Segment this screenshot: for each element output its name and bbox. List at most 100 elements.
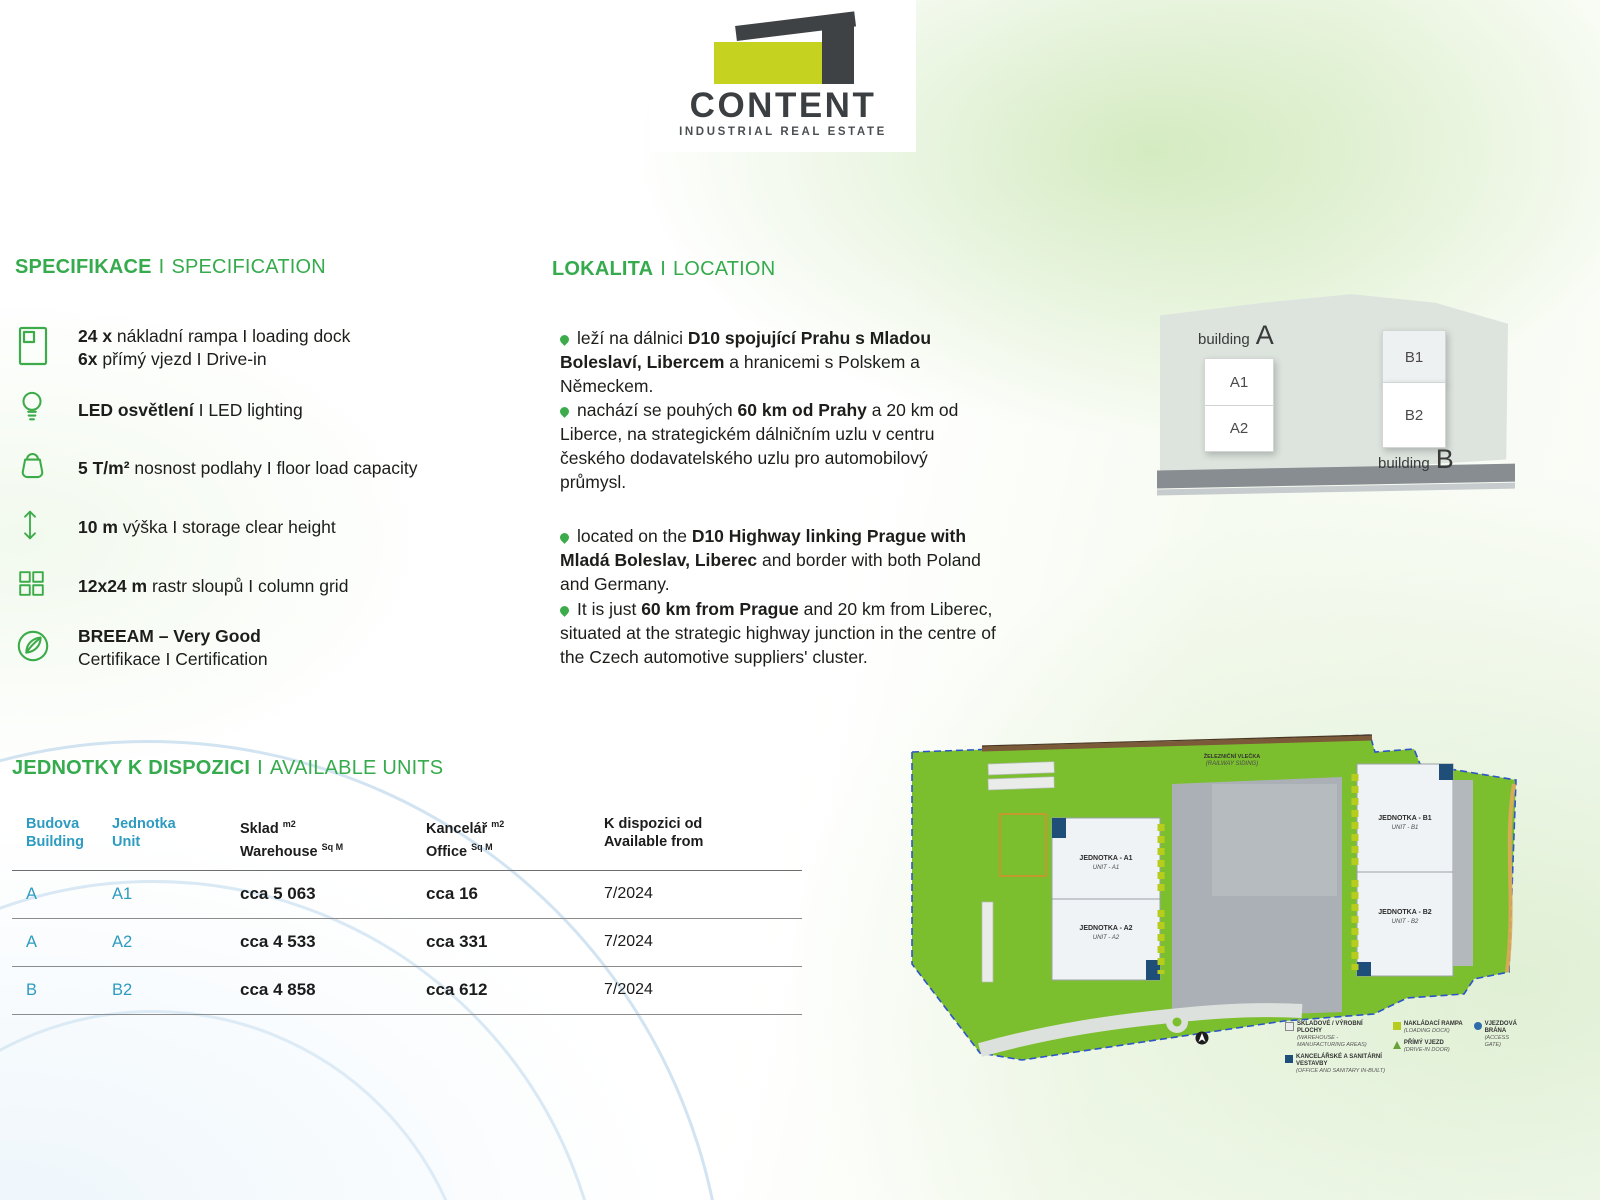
bullet-bold: D10 spojující Prahu s Mladou Boleslaví, … xyxy=(560,328,932,372)
spec-label: nákladní rampa I loading dock xyxy=(112,326,351,346)
logo-tagline: INDUSTRIAL REAL ESTATE xyxy=(679,126,887,138)
legend-item-gate: VJEZDOVÁ BRÁNA(ACCESS GATE) xyxy=(1473,1021,1524,1049)
building-b-letter: B xyxy=(1435,444,1454,474)
office-inbuilt xyxy=(1357,962,1371,976)
parking-strip xyxy=(987,776,1055,791)
heading-en: LOCATION xyxy=(672,258,776,280)
warehouse-swatch-icon xyxy=(1285,1022,1294,1031)
unit-b2-label-en: UNIT - B2 xyxy=(1392,919,1419,925)
office-swatch-icon xyxy=(1285,1054,1293,1063)
cell-unit: A2 xyxy=(112,932,133,951)
spec-item-breeam: BREEAM – Very Good Certifikace I Certifi… xyxy=(15,622,268,674)
office-inbuilt xyxy=(1052,818,1066,838)
location-bullet-en-1: located on the D10 Highway linking Pragu… xyxy=(558,524,996,596)
header-unit-sup: Sq M xyxy=(321,841,344,852)
cell-office: cca 16 xyxy=(426,884,478,904)
heading-en: AVAILABLE UNITS xyxy=(269,757,444,779)
unit-b1-label-cs: JEDNOTKA - B1 xyxy=(1378,815,1432,822)
parking-strip xyxy=(987,761,1055,776)
led-lighting-icon xyxy=(15,388,78,433)
parking-strip xyxy=(981,901,994,983)
bullet-text: a hranicemi s Polskem a Německem. xyxy=(560,352,920,396)
cell-available: 7/2024 xyxy=(604,885,653,903)
overview-map: building A A1 A2 B1 B2 building B xyxy=(1156,292,1515,504)
spec-label: Certifikace I Certification xyxy=(78,649,268,669)
header-unit-sup: m2 xyxy=(491,819,505,829)
pedestrian-path xyxy=(1505,783,1516,973)
railway-rail xyxy=(981,734,1373,747)
bullet-text: leží na dálnici xyxy=(577,328,688,348)
legend-column: VJEZDOVÁ BRÁNA(ACCESS GATE) xyxy=(1473,1021,1524,1075)
spec-item-column-grid: 12x24 m rastr sloupů I column grid xyxy=(15,564,348,608)
railway-line xyxy=(981,735,1373,752)
header-unit: Jednotka Unit xyxy=(112,815,240,861)
building-word: building xyxy=(1198,331,1250,348)
spec-value: 6x xyxy=(78,349,98,369)
building-word: building xyxy=(1378,455,1430,472)
loading-dock-icon xyxy=(15,325,78,372)
spec-item-text: 5 T/m² nosnost podlahy I floor load capa… xyxy=(78,457,418,480)
unit-b1-box: B1 xyxy=(1382,330,1446,384)
legend-label-en: (ACCESS GATE) xyxy=(1484,1035,1510,1048)
header-building: Budova Building xyxy=(12,815,112,861)
heading-cs: JEDNOTKY K DISPOZICI xyxy=(12,757,251,779)
cell-office: cca 612 xyxy=(426,980,488,1000)
location-bullet-cs-2: nachází se pouhých 60 km od Prahy a 20 k… xyxy=(558,398,996,494)
header-unit-sup: m2 xyxy=(282,819,296,829)
cell-warehouse: cca 5 063 xyxy=(240,884,316,904)
site-plan-drawing: ŽELEZNIČNÍ VLEČKA (RAILWAY SIDING) JEDNO… xyxy=(911,734,1517,1061)
cell-building: A xyxy=(26,884,38,903)
spec-value: 24 x xyxy=(78,326,113,346)
spec-value: 10 m xyxy=(78,516,118,537)
spec-label: přímý vjezd I Drive-in xyxy=(97,349,267,369)
header-line-cs: Kancelář xyxy=(426,820,488,837)
bullet-bold: 60 km od Prahy xyxy=(737,400,867,420)
spec-label: rastr sloupů I column grid xyxy=(147,575,349,596)
unit-b1-cell: B1 xyxy=(1404,348,1424,366)
table-row: A A2 cca 4 533 cca 331 7/2024 xyxy=(12,919,802,967)
unit-b1-label-en: UNIT - B1 xyxy=(1392,825,1419,831)
unit-b2-label-cs: JEDNOTKA - B2 xyxy=(1378,909,1432,916)
heading-divider: I xyxy=(660,258,666,280)
railway-label-cs: ŽELEZNIČNÍ VLEČKA xyxy=(1204,752,1261,760)
header-line-en: Available from xyxy=(604,834,704,850)
building-b-ramp xyxy=(1453,780,1473,966)
building-a-letter: A xyxy=(1255,320,1274,350)
north-arrow-needle xyxy=(1198,1033,1206,1042)
unit-b2-cell: B2 xyxy=(1404,406,1424,424)
legend-label-en: (LOADING DOCK) xyxy=(1403,1028,1450,1035)
available-units-heading: JEDNOTKY K DISPOZICI I AVAILABLE UNITS xyxy=(12,757,443,780)
spec-item-text: BREEAM – Very Good Certifikace I Certifi… xyxy=(78,625,268,671)
spec-item-text: LED osvětlení I LED lighting xyxy=(78,399,303,422)
floor-load-icon xyxy=(15,447,78,490)
heading-cs: SPECIFIKACE xyxy=(15,256,152,278)
building-b xyxy=(1356,763,1454,977)
bullet-text: a 20 km od Liberce, na strategickém dáln… xyxy=(560,400,959,492)
cell-office: cca 331 xyxy=(426,932,488,952)
header-line-cs: K dispozici od xyxy=(604,816,703,832)
breeam-icon xyxy=(15,627,78,670)
legend-column: NAKLÁDACÍ RAMPA(LOADING DOCK) PŘÍMÝ VJEZ… xyxy=(1392,1021,1467,1075)
spec-item-loading-dock: 24 x nákladní rampa I loading dock 6x př… xyxy=(15,322,350,374)
spec-label: výška I storage clear height xyxy=(117,516,336,537)
spec-value: 12x24 m xyxy=(78,575,148,596)
heading-divider: I xyxy=(257,757,263,779)
map-pin-icon xyxy=(558,531,571,544)
office-inbuilt xyxy=(1146,960,1160,980)
legend-label-en: (WAREHOUSE - MANUFACTURING AREAS) xyxy=(1297,1035,1367,1048)
spec-label: nosnost podlahy I floor load capacity xyxy=(129,457,418,478)
yard-upper-area xyxy=(1212,784,1337,896)
location-bullet-cs-1: leží na dálnici D10 spojující Prahu s Ml… xyxy=(558,326,996,398)
header-unit-sup: Sq M xyxy=(471,841,493,852)
dock-swatch-icon xyxy=(1392,1022,1401,1030)
spec-item-led-lighting: LED osvětlení I LED lighting xyxy=(15,388,303,432)
site-plan: ŽELEZNIČNÍ VLEČKA (RAILWAY SIDING) JEDNO… xyxy=(902,722,1524,1084)
railway-label-en: (RAILWAY SIDING) xyxy=(1206,761,1258,767)
building-a-label: building A xyxy=(1198,320,1274,351)
heading-divider: I xyxy=(158,256,165,278)
header-line-cs: Sklad xyxy=(240,820,279,837)
logo-wordmark: CONTENT xyxy=(689,86,877,125)
unit-a2-label-en: UNIT - A2 xyxy=(1093,935,1120,941)
table-row: B B2 cca 4 858 cca 612 7/2024 xyxy=(12,967,802,1015)
